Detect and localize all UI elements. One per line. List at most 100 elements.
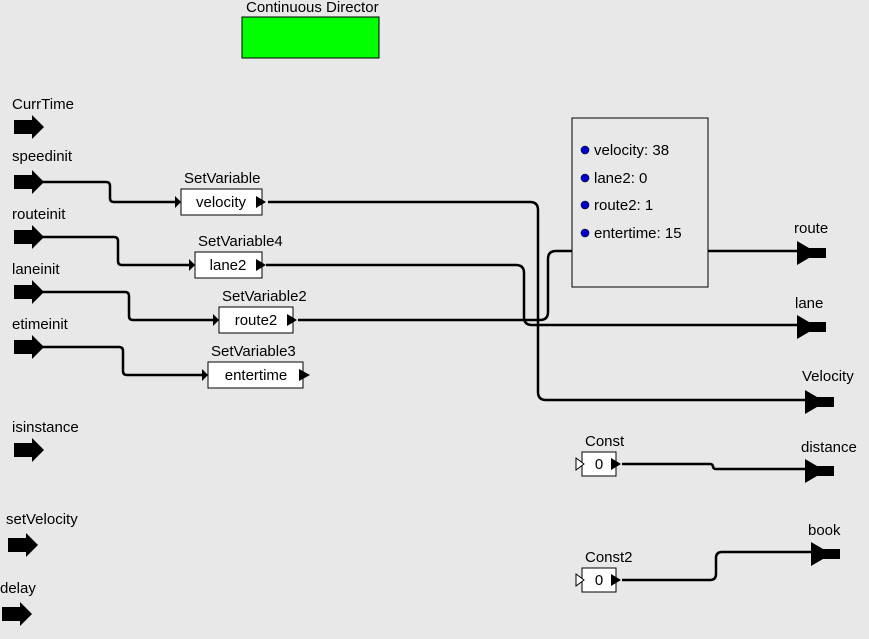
actor-value: velocity: [196, 194, 247, 211]
output-arrow-icon[interactable]: [797, 241, 826, 265]
input-port-speedinit[interactable]: speedinit: [12, 148, 73, 194]
setvariable4-lane2[interactable]: SetVariable4 lane2: [189, 233, 283, 279]
input-port-label: routeinit: [12, 206, 66, 223]
parameter-label: velocity: 38: [594, 142, 669, 159]
output-arrow-icon[interactable]: [805, 390, 834, 414]
parameter-dot-icon: [580, 173, 590, 183]
parameter-velocity[interactable]: velocity: 38: [580, 142, 669, 159]
wires: [40, 180, 812, 582]
input-port-label: laneinit: [12, 261, 60, 278]
input-arrow-icon[interactable]: [14, 280, 44, 304]
director-label: Continuous Director: [246, 0, 379, 16]
actor-box[interactable]: [581, 567, 617, 593]
actor-value: lane2: [210, 257, 247, 274]
actor-title: SetVariable4: [198, 233, 283, 250]
input-port-laneinit[interactable]: laneinit: [12, 261, 60, 304]
parameter-label: lane2: 0: [594, 170, 647, 187]
wire-etimeinit-entertime: [40, 345, 202, 377]
output-port-label: Velocity: [802, 368, 854, 385]
setvariable-actors: SetVariable velocity SetVariable4 lane2 …: [175, 170, 310, 389]
input-port-setvelocity[interactable]: setVelocity: [6, 511, 78, 557]
input-port-label: setVelocity: [6, 511, 78, 528]
input-port-triangle-icon[interactable]: [175, 196, 181, 208]
parameter-route2[interactable]: route2: 1: [580, 197, 653, 214]
input-port-triangle-icon[interactable]: [202, 369, 208, 381]
const2-actor[interactable]: Const2 0: [575, 549, 633, 593]
const-actor[interactable]: Const 0: [575, 433, 625, 477]
actor-title: SetVariable: [184, 170, 260, 187]
input-arrow-icon[interactable]: [14, 335, 44, 359]
input-port-label: isinstance: [12, 419, 79, 436]
output-port-triangle-icon[interactable]: [611, 458, 621, 470]
trigger-port-triangle-icon[interactable]: [575, 457, 585, 471]
input-ports: CurrTime speedinit routeinit laneinit et…: [0, 96, 79, 626]
continuous-director[interactable]: Continuous Director: [241, 0, 380, 59]
output-port-label: lane: [795, 295, 823, 312]
input-port-routeinit[interactable]: routeinit: [12, 206, 66, 249]
actor-title: SetVariable2: [222, 288, 307, 305]
wire-route2-out: [298, 249, 798, 322]
actor-title: Const: [585, 433, 625, 450]
setvariable-velocity[interactable]: SetVariable velocity: [175, 170, 266, 216]
input-arrow-icon[interactable]: [14, 115, 44, 139]
output-ports: route lane Velocity distance book: [794, 220, 857, 566]
actor-value: route2: [235, 312, 278, 329]
parameter-dot-icon: [580, 145, 590, 155]
input-arrow-icon[interactable]: [2, 602, 32, 626]
actor-box[interactable]: [194, 251, 263, 279]
input-arrow-icon[interactable]: [14, 170, 44, 194]
const-actors: Const 0 Const2 0: [575, 433, 633, 593]
parameter-panel[interactable]: velocity: 38 lane2: 0 route2: 1 entertim…: [571, 117, 709, 288]
output-port-triangle-icon[interactable]: [611, 574, 621, 586]
input-port-etimeinit[interactable]: etimeinit: [12, 316, 69, 359]
output-arrow-icon[interactable]: [805, 459, 834, 483]
output-port-triangle-icon[interactable]: [287, 314, 297, 326]
setvariable2-route2[interactable]: SetVariable2 route2: [213, 288, 307, 334]
parameter-dot-icon: [580, 200, 590, 210]
output-port-route[interactable]: route: [794, 220, 828, 265]
output-port-triangle-icon[interactable]: [256, 196, 266, 208]
output-port-distance[interactable]: distance: [801, 439, 857, 483]
input-port-triangle-icon[interactable]: [189, 259, 195, 271]
parameter-label: entertime: 15: [594, 225, 682, 242]
output-arrow-icon[interactable]: [811, 542, 840, 566]
input-port-currtime[interactable]: CurrTime: [12, 96, 74, 139]
actor-title: SetVariable3: [211, 343, 296, 360]
input-arrow-icon[interactable]: [14, 225, 44, 249]
input-port-delay[interactable]: delay: [0, 580, 36, 626]
wire-const-distance: [622, 462, 806, 471]
trigger-port-triangle-icon[interactable]: [575, 573, 585, 587]
wire-laneinit-route2: [40, 290, 213, 322]
parameter-label: route2: 1: [594, 197, 653, 214]
input-arrow-icon[interactable]: [8, 533, 38, 557]
output-arrow-icon[interactable]: [797, 315, 826, 339]
actor-title: Const2: [585, 549, 633, 566]
wire-routeinit-lane2: [40, 235, 190, 267]
wire-speedinit-velocity: [40, 180, 176, 204]
director-box[interactable]: [241, 16, 380, 59]
output-port-lane[interactable]: lane: [795, 295, 826, 339]
actor-value: 0: [595, 572, 603, 589]
parameter-dot-icon: [580, 228, 590, 238]
output-port-triangle-icon[interactable]: [299, 369, 310, 381]
input-port-label: delay: [0, 580, 36, 597]
input-arrow-icon[interactable]: [14, 438, 44, 462]
input-port-isinstance[interactable]: isinstance: [12, 419, 79, 462]
output-port-label: book: [808, 522, 841, 539]
parameter-panel-border: [571, 117, 709, 288]
output-port-book[interactable]: book: [808, 522, 841, 566]
actor-value: entertime: [225, 367, 288, 384]
output-port-triangle-icon[interactable]: [256, 259, 266, 271]
wire-lane2-out: [266, 263, 798, 327]
output-port-label: distance: [801, 439, 857, 456]
input-port-triangle-icon[interactable]: [213, 314, 219, 326]
output-port-velocity[interactable]: Velocity: [802, 368, 854, 414]
setvariable3-entertime[interactable]: SetVariable3 entertime: [202, 343, 310, 389]
parameter-lane2[interactable]: lane2: 0: [580, 170, 647, 187]
wire-const2-book: [622, 550, 812, 582]
actor-box[interactable]: [207, 361, 304, 389]
parameter-entertime[interactable]: entertime: 15: [580, 225, 682, 242]
wire-velocity-out: [268, 200, 806, 402]
